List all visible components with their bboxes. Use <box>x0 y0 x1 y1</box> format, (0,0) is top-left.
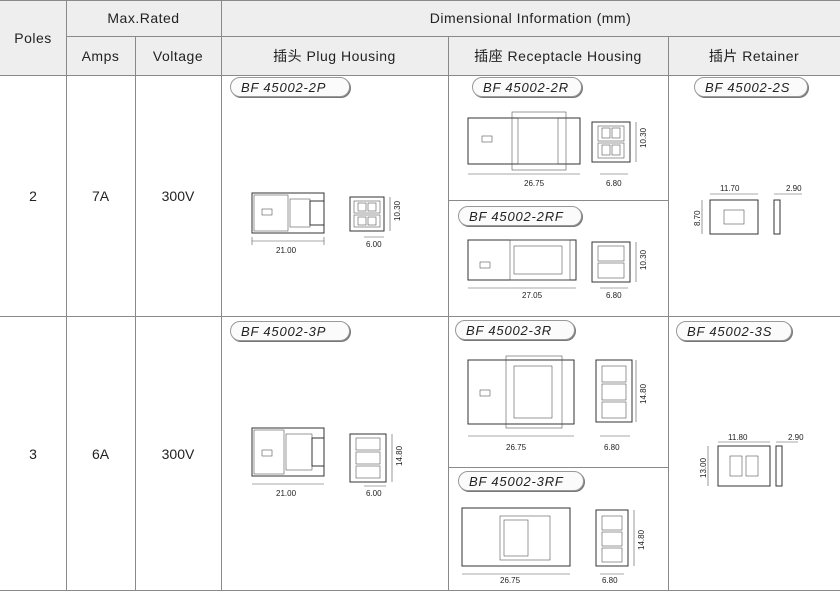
receptacle-housing-drawing-3rf: 26.75 14.80 6.80 <box>461 507 646 585</box>
header-receptacle-housing: 插座 Receptacle Housing <box>448 36 668 75</box>
retainer-drawing-3s: 11.80 13.00 2.90 <box>699 433 804 487</box>
row1-voltage: 300V <box>135 75 221 316</box>
dim-length: 21.00 <box>276 489 297 498</box>
header-amps-label: Amps <box>81 47 120 64</box>
dim-width: 6.80 <box>604 443 620 452</box>
grid-line <box>668 36 669 591</box>
dim-length: 26.75 <box>500 576 521 585</box>
header-receptacle-housing-label: 插座 Receptacle Housing <box>474 47 642 64</box>
dim-height: 8.70 <box>693 210 702 226</box>
dim-height: 14.80 <box>395 445 404 466</box>
header-max-rated-label: Max.Rated <box>107 10 180 26</box>
dim-width: 6.80 <box>606 291 622 300</box>
voltage-value: 300V <box>161 445 195 462</box>
grid-line <box>0 316 840 317</box>
header-dimensional-label: Dimensional Information (mm) <box>429 10 632 26</box>
model-label-receptacle: BF 45002-2R <box>472 77 582 97</box>
model-label-plug: BF 45002-2P <box>230 77 350 97</box>
plug-housing-drawing-3p: 21.00 14.80 6.00 <box>251 427 404 498</box>
dim-width: 6.00 <box>366 489 382 498</box>
header-plug-housing-label: 插头 Plug Housing <box>273 47 396 64</box>
grid-line <box>448 467 668 468</box>
row2-poles: 3 <box>0 316 66 591</box>
receptacle-housing-drawing-2rf: 27.05 10.30 6.80 <box>467 239 648 300</box>
dim-thickness: 2.90 <box>788 433 804 442</box>
header-voltage-label: Voltage <box>152 47 204 64</box>
row1-poles: 2 <box>0 75 66 316</box>
header-amps: Amps <box>66 36 135 75</box>
dim-height: 10.30 <box>639 249 648 270</box>
grid-line <box>221 0 222 591</box>
dim-length: 11.70 <box>720 184 740 193</box>
dim-length: 26.75 <box>524 179 545 188</box>
header-dimensional: Dimensional Information (mm) <box>221 0 840 36</box>
header-max-rated: Max.Rated <box>66 0 221 36</box>
model-label-receptacle: BF 45002-3R <box>455 320 575 340</box>
header-plug-housing: 插头 Plug Housing <box>221 36 448 75</box>
poles-value: 2 <box>29 187 37 204</box>
grid-line <box>448 200 668 201</box>
header-poles: Poles <box>0 0 66 75</box>
model-label-plug: BF 45002-3P <box>230 321 350 341</box>
dim-length: 21.00 <box>276 246 297 255</box>
row1-amps: 7A <box>66 75 135 316</box>
row2-voltage: 300V <box>135 316 221 591</box>
grid-line <box>66 36 840 37</box>
retainer-drawing-2s: 11.70 8.70 2.90 <box>693 184 802 235</box>
receptacle-housing-drawing-2r: 26.75 10.30 6.80 <box>467 111 648 188</box>
header-retainer-label: 插片 Retainer <box>708 47 800 64</box>
dim-length: 26.75 <box>506 443 527 452</box>
dim-width: 6.80 <box>606 179 622 188</box>
dim-height: 14.80 <box>637 529 646 550</box>
grid-line <box>0 0 840 1</box>
dim-width: 6.80 <box>602 576 618 585</box>
grid-line <box>66 0 67 591</box>
voltage-value: 300V <box>161 187 195 204</box>
row2-amps: 6A <box>66 316 135 591</box>
model-label-retainer: BF 45002-2S <box>694 77 808 97</box>
grid-line <box>135 36 136 591</box>
header-poles-label: Poles <box>14 29 52 46</box>
amps-value: 7A <box>91 187 110 204</box>
amps-value: 6A <box>91 445 110 462</box>
header-retainer: 插片 Retainer <box>668 36 840 75</box>
dim-height: 10.30 <box>639 127 648 148</box>
dim-thickness: 2.90 <box>786 184 802 193</box>
dim-width: 6.00 <box>366 240 382 249</box>
grid-line <box>448 36 449 591</box>
poles-value: 3 <box>29 445 37 462</box>
dim-height: 13.00 <box>699 457 708 478</box>
model-label-receptacle-f: BF 45002-3RF <box>458 471 584 491</box>
header-voltage: Voltage <box>135 36 221 75</box>
plug-housing-drawing-2p: 21.00 10.30 6.00 <box>251 192 402 255</box>
model-label-retainer: BF 45002-3S <box>676 321 792 341</box>
model-label-receptacle-f: BF 45002-2RF <box>458 206 582 226</box>
dim-height: 14.80 <box>639 383 648 404</box>
dim-length: 27.05 <box>522 291 543 300</box>
dim-height: 10.30 <box>393 200 402 221</box>
dim-length: 11.80 <box>728 433 748 442</box>
grid-line <box>0 75 840 76</box>
receptacle-housing-drawing-3r: 26.75 14.80 6.80 <box>467 355 648 452</box>
